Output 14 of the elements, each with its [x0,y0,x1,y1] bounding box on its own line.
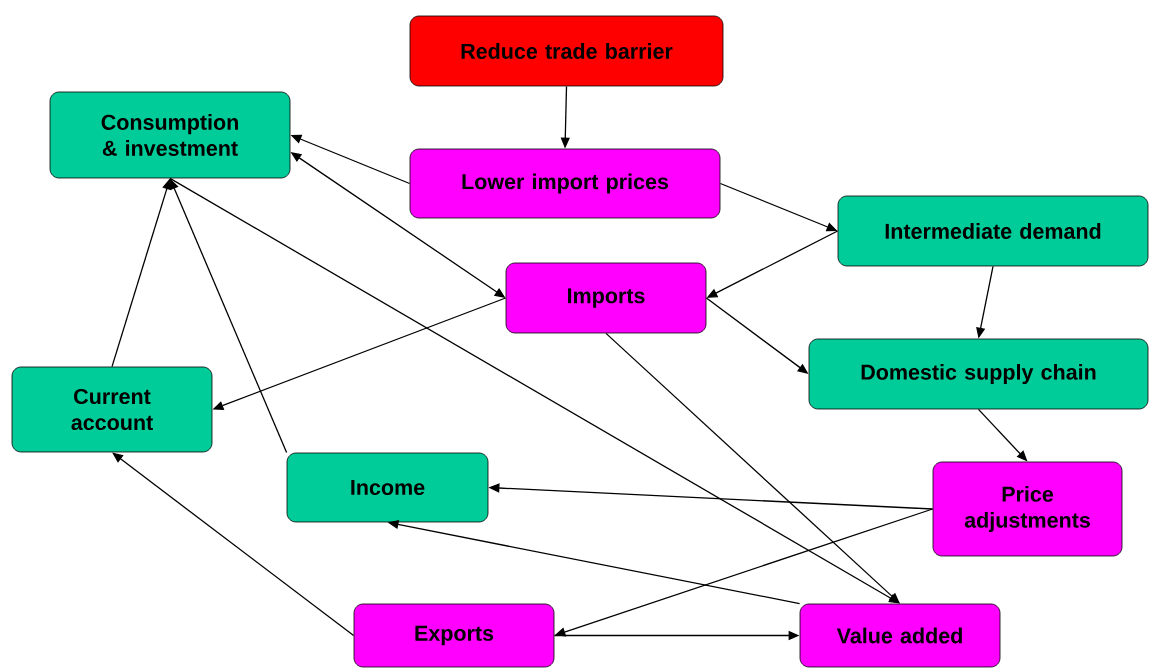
process-box: Value added [799,603,1001,668]
arrow [169,177,900,604]
process-box: Reduce trade barrier [409,15,724,87]
process-box: Current account [11,366,213,453]
process-box: Intermediate demand [837,195,1149,267]
process-box: Domestic supply chain [808,338,1149,410]
process-box: Price adjustments [932,461,1123,557]
process-box: Imports [505,262,707,334]
process-box: Income [286,452,489,523]
process-box: Consumption & investment [49,91,291,179]
process-box: Exports [353,603,555,668]
process-box: Lower import prices [409,148,721,219]
arrow [112,452,355,637]
arrow [605,332,900,604]
